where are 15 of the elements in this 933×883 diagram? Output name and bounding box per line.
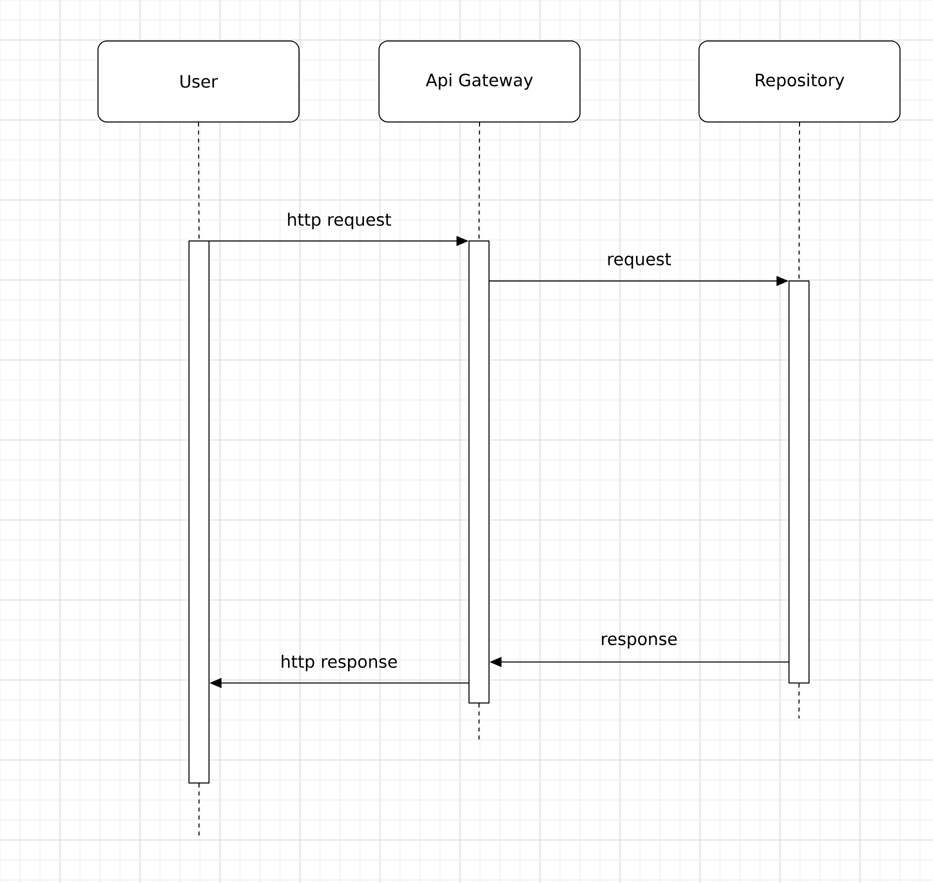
edge-label: request (608, 253, 671, 269)
lifeline (198, 122, 200, 241)
lifeline-header-box: Api Gateway (378, 40, 580, 122)
edge-label: http response (282, 654, 397, 672)
activation-bar (788, 280, 810, 684)
lifeline (798, 683, 800, 719)
activation-bar (188, 240, 210, 784)
lifeline (798, 122, 800, 281)
lifeline-header-box: User (98, 40, 300, 122)
lifeline (478, 703, 480, 741)
edge-label: http request (288, 212, 392, 230)
lifeline (478, 122, 480, 241)
edge-label: response (602, 635, 677, 649)
lifeline-header-box: Repository (698, 40, 901, 122)
activation-bar (468, 240, 490, 704)
